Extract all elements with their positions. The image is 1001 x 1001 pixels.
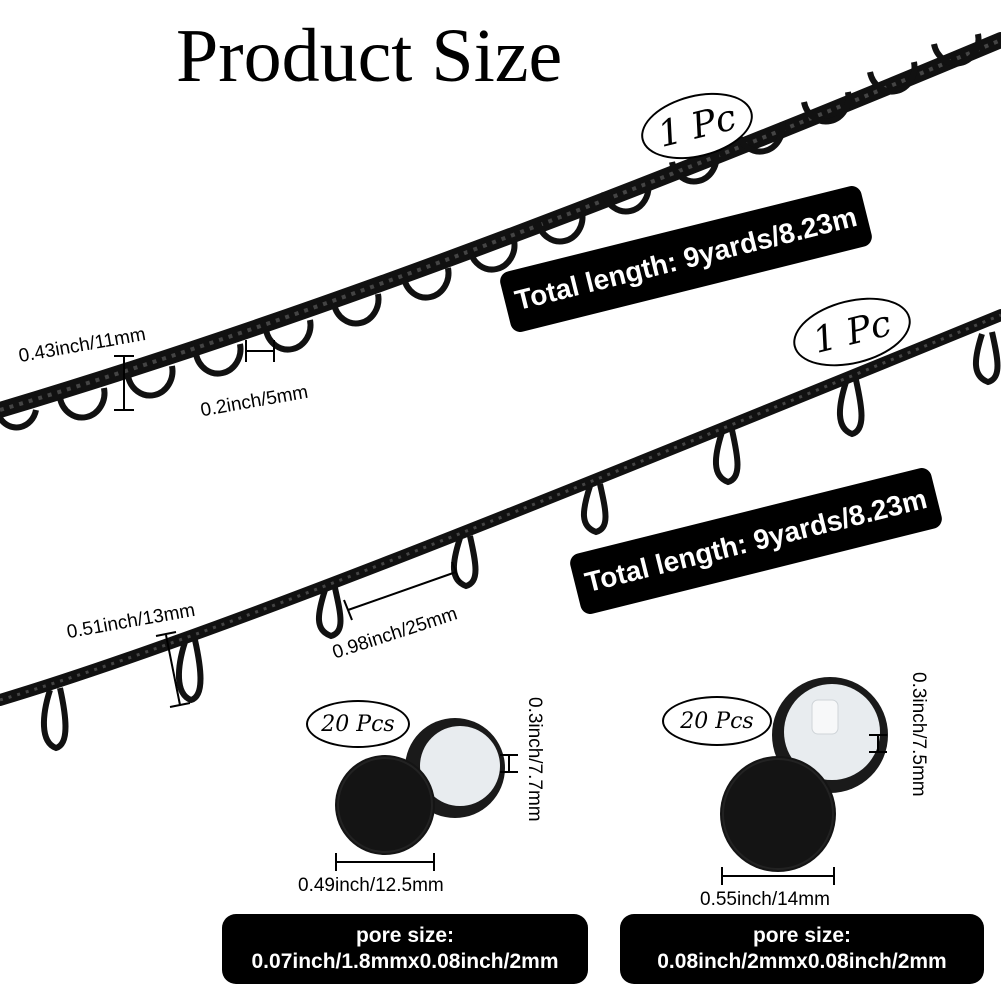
loop-cord-icon: [0, 309, 1001, 752]
button1-pore-size: pore size: 0.07inch/1.8mmx0.08inch/2mm: [222, 914, 588, 984]
button-icon: [335, 718, 505, 855]
button1-pore-value: 0.07inch/1.8mmx0.08inch/2mm: [251, 950, 559, 973]
button1-pore-title: pore size:: [355, 923, 455, 947]
page-title: Product Size: [176, 14, 563, 98]
button2-pore-title: pore size:: [752, 923, 852, 947]
dimension-marker-icon: [335, 754, 518, 871]
button2-quantity-badge: 20 Pcs: [662, 696, 772, 746]
dimension-marker-icon: [114, 340, 275, 411]
button-icon: [720, 677, 888, 872]
button1-diameter-label: 0.49inch/12.5mm: [298, 875, 444, 896]
loop-cord-icon: [0, 32, 1001, 431]
dimension-marker-icon: [721, 734, 887, 885]
button1-quantity-badge: 20 Pcs: [306, 700, 410, 748]
dimension-marker-icon: [155, 561, 461, 708]
button2-height-label: 0.3inch/7.5mm: [908, 672, 929, 797]
button2-pore-size: pore size: 0.08inch/2mmx0.08inch/2mm: [620, 914, 984, 984]
button2-diameter-label: 0.55inch/14mm: [700, 889, 830, 910]
button1-height-label: 0.3inch/7.7mm: [524, 697, 545, 822]
button2-pore-value: 0.08inch/2mmx0.08inch/2mm: [657, 950, 947, 973]
